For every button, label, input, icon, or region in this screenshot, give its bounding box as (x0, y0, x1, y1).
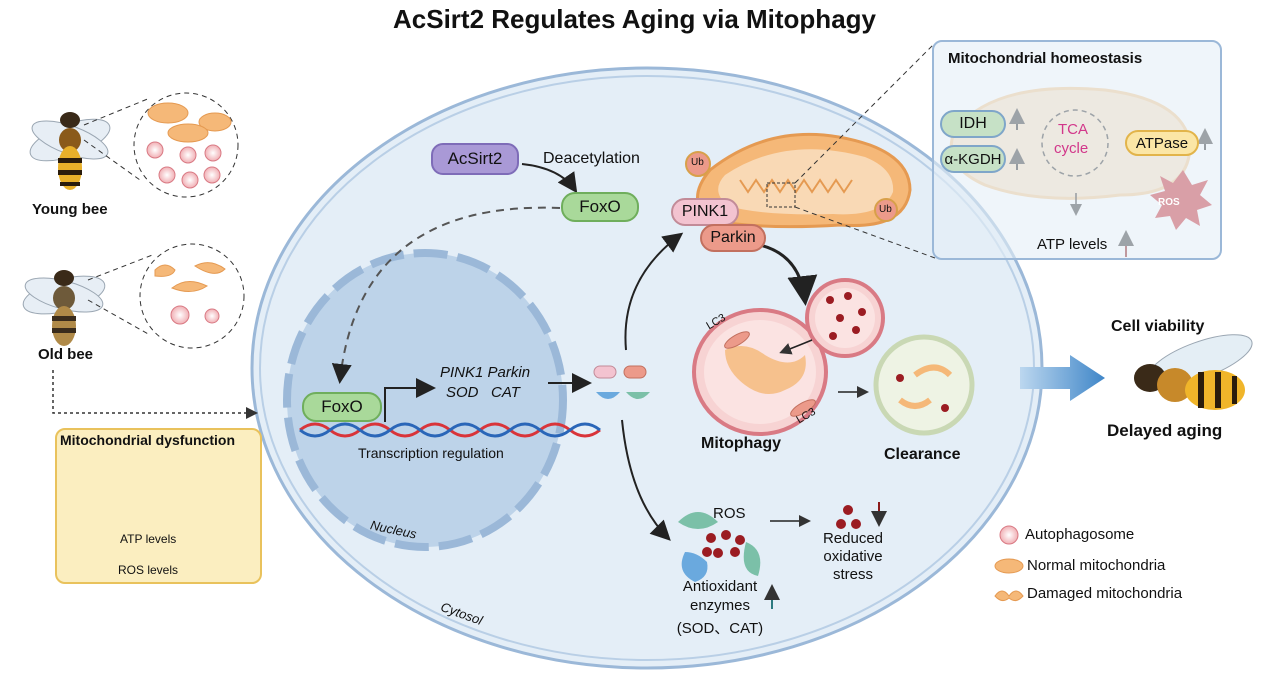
mitophagy-label: Mitophagy (701, 435, 781, 452)
damaged-mitochondria-icon (994, 590, 1024, 602)
ros-burst-label: ROS (1158, 197, 1180, 208)
idh-pill: IDH (940, 110, 1006, 138)
autophagosome-icon (999, 525, 1019, 545)
dna-helix (299, 422, 601, 438)
outcome-arrow (1020, 355, 1105, 401)
antioxidant-line-2: enzymes (689, 597, 751, 614)
young-bee-drawing (29, 112, 111, 190)
old-bee-zoom-circle (139, 243, 245, 349)
clearance-vesicle (873, 334, 975, 436)
pink1-pill: PINK1 (671, 198, 739, 226)
genes-line-2: SOD CAT (446, 384, 520, 401)
reduced-line-2: oxidative (823, 548, 883, 565)
akgdh-pill: α-KGDH (940, 145, 1006, 173)
foxo-nucleus-pill: FoxO (302, 392, 382, 422)
atp-levels-label: ATP levels (1037, 236, 1108, 253)
foxo-cytosol-pill: FoxO (561, 192, 639, 222)
old-bee-drawing (22, 270, 106, 346)
legend-damaged-mitochondria: Damaged mitochondria (1027, 585, 1183, 602)
dysfunction-atp-label: ATP levels (120, 532, 177, 546)
cell-viability-label: Cell viability (1111, 318, 1205, 335)
genes-line-1: PINK1 Parkin (440, 364, 531, 381)
page-title: AcSirt2 Regulates Aging via Mitophagy (392, 4, 876, 34)
antioxidant-line-3: (SOD、CAT) (676, 620, 764, 637)
reduced-line-3: stress (832, 566, 873, 583)
atpase-pill: ATPase (1125, 130, 1199, 156)
delayed-aging-label: Delayed aging (1107, 421, 1223, 440)
normal-mitochondria-group (147, 102, 232, 143)
tca-line-2: cycle (1054, 140, 1089, 157)
reduced-line-1: Reduced (822, 530, 884, 547)
dysfunction-title: Mitochondrial dysfunction (60, 432, 235, 448)
tca-line-1: TCA (1058, 121, 1088, 138)
clearance-label: Clearance (884, 446, 961, 463)
healthy-bee-drawing (1134, 334, 1253, 410)
parkin-pill: Parkin (700, 224, 766, 252)
acsirt2-pill: AcSirt2 (431, 143, 519, 175)
deacetylation-label: Deacetylation (543, 150, 640, 167)
antioxidant-line-1: Antioxidant (682, 578, 758, 595)
dysfunction-ros-label: ROS levels (118, 563, 179, 577)
normal-mitochondria-icon (994, 558, 1024, 574)
ros-enzyme-cluster (678, 512, 761, 582)
ros-dots-reduced (836, 505, 861, 529)
ub-label-1: Ub (691, 157, 704, 168)
damaged-mitochondria-group (154, 262, 226, 292)
legend-normal-mitochondria: Normal mitochondria (1027, 557, 1166, 574)
autophagosome-group-young (146, 141, 222, 189)
autophagosome-group-old (170, 305, 220, 325)
young-bee-label: Young bee (32, 201, 108, 218)
legend-autophagosome: Autophagosome (1025, 526, 1135, 543)
transcription-label: Transcription regulation (358, 445, 504, 461)
ros-label: ROS (713, 505, 746, 522)
ub-label-2: Ub (879, 204, 892, 215)
mitochondrial-dysfunction-panel (55, 428, 262, 584)
nucleus (283, 249, 567, 551)
homeostasis-title: Mitochondrial homeostasis (948, 50, 1143, 67)
old-bee-label: Old bee (38, 346, 94, 363)
